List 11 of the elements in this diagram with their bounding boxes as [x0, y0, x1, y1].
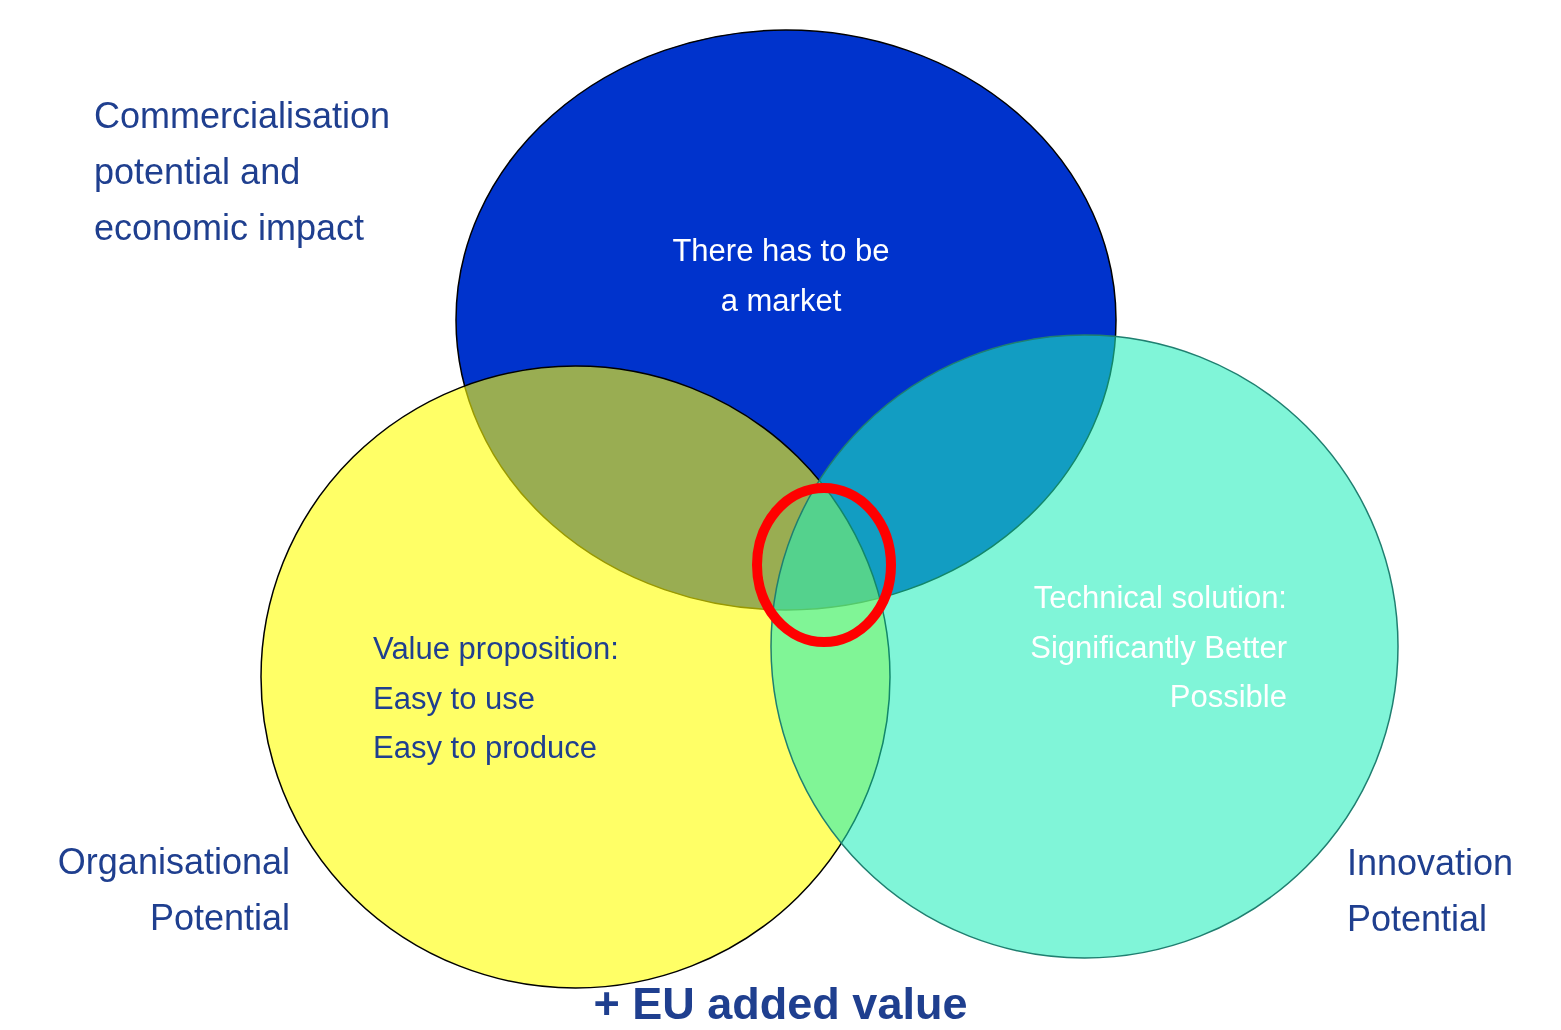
category-label: Organisational Potential: [56, 840, 290, 940]
category-label: Commercialisation potential and economic impact: [94, 94, 392, 250]
category-label: Innovation Potential: [1347, 841, 1515, 941]
circle-text: There has to be a market: [671, 232, 891, 320]
circle-text: Technical solution:: [1032, 579, 1287, 617]
circle-text: Significantly Better Possible: [1029, 628, 1287, 717]
circle-text: Easy to use: [373, 679, 536, 718]
highlight-ring: [752, 483, 896, 647]
caption-text: + EU added value: [593, 978, 968, 1029]
circle-text: Easy to produce: [373, 729, 599, 768]
circle-text: Value proposition:: [373, 630, 619, 668]
